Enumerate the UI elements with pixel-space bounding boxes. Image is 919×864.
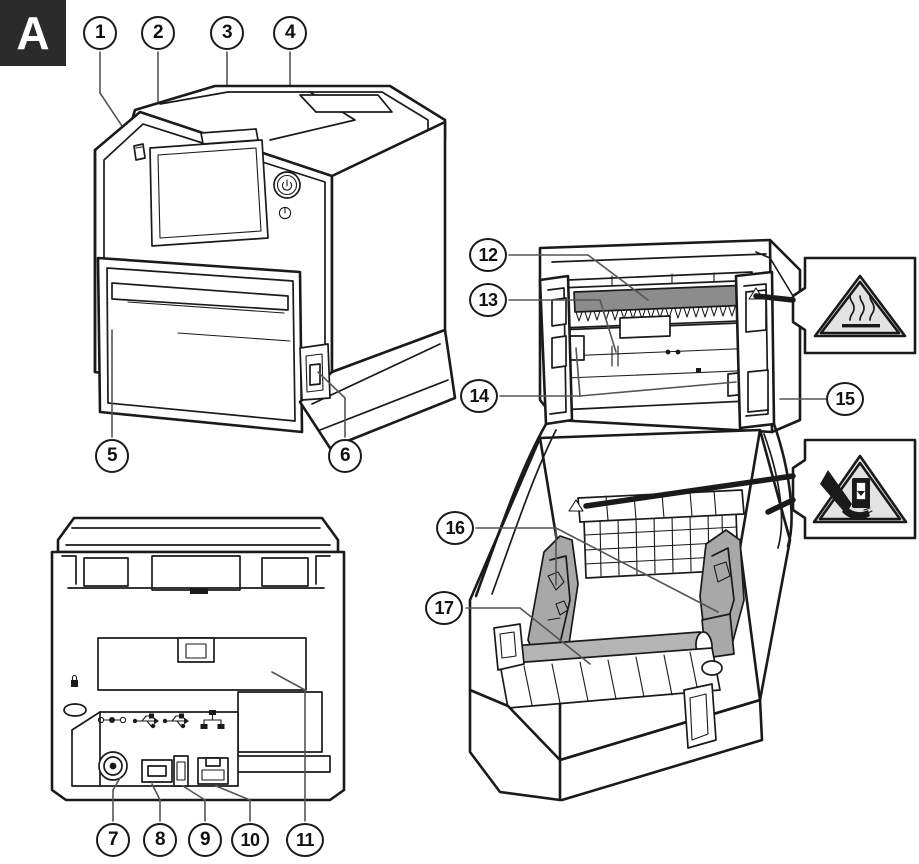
callout-15: 15 — [826, 382, 864, 416]
callout-2: 2 — [141, 16, 175, 50]
callout-12: 12 — [469, 238, 507, 272]
ethernet-port-icon — [200, 710, 225, 729]
callout-11: 11 — [286, 823, 324, 857]
hazard-label-group — [583, 251, 917, 540]
callout-5: 5 — [95, 439, 129, 473]
hot-surface-icon — [842, 295, 880, 328]
hot-surface-hazard-label — [753, 251, 917, 355]
usb-host-port-icon — [162, 713, 189, 729]
callout-7: 7 — [96, 823, 130, 857]
callout-3: 3 — [210, 16, 244, 50]
panel-letter-badge: A — [0, 0, 66, 66]
callout-14: 14 — [460, 379, 498, 413]
callout-17: 17 — [425, 591, 463, 625]
callout-16: 16 — [436, 511, 474, 545]
crush-hand-icon — [820, 470, 873, 520]
callout-4: 4 — [273, 16, 307, 50]
callout-13: 13 — [469, 283, 507, 317]
usb-device-port-icon — [132, 713, 159, 729]
callout-6: 6 — [328, 439, 362, 473]
callout-9: 9 — [188, 823, 222, 857]
power-port-icon — [97, 716, 127, 724]
callout-8: 8 — [143, 823, 177, 857]
pinch-hazard-label — [583, 438, 917, 540]
callout-1: 1 — [83, 16, 117, 50]
open-cover-illustration — [465, 238, 828, 802]
panel-letter-text: A — [16, 7, 50, 59]
kensington-lock-icon — [71, 674, 78, 687]
front-view-illustration — [93, 51, 457, 450]
callout-10: 10 — [231, 823, 269, 857]
rear-view-illustration — [50, 516, 346, 822]
